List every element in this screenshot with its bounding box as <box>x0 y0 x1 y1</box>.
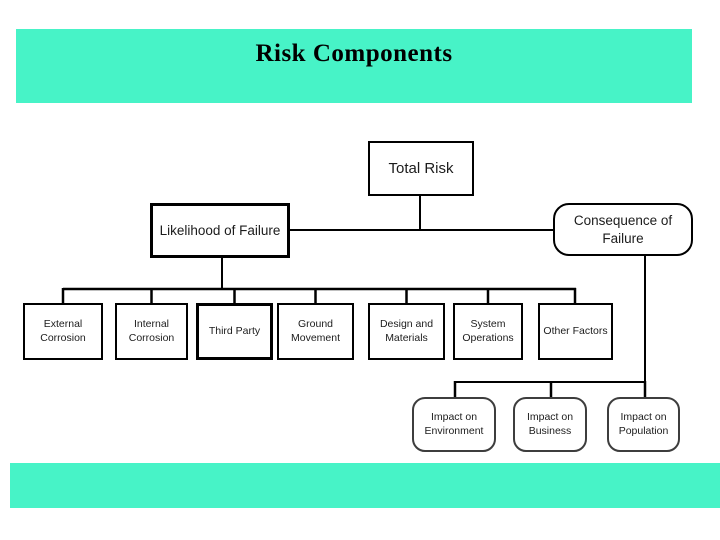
node-likelihood-of-failure: Likelihood of Failure <box>150 203 290 258</box>
node-ground-movement: Ground Movement <box>277 303 354 360</box>
bottom-banner <box>10 463 720 508</box>
node-external-corrosion: External Corrosion <box>23 303 103 360</box>
node-design-and-materials: Design and Materials <box>368 303 445 360</box>
page-title: Risk Components <box>255 40 453 67</box>
node-total-risk: Total Risk <box>368 141 474 196</box>
node-impact-on-business: Impact on Business <box>513 397 587 452</box>
node-impact-on-environment: Impact on Environment <box>412 397 496 452</box>
title-banner: Risk Components <box>16 29 692 103</box>
node-impact-on-population: Impact on Population <box>607 397 680 452</box>
node-other-factors: Other Factors <box>538 303 613 360</box>
node-internal-corrosion: Internal Corrosion <box>115 303 188 360</box>
node-system-operations: System Operations <box>453 303 523 360</box>
node-third-party: Third Party <box>196 303 273 360</box>
node-consequence-of-failure: Consequence of Failure <box>553 203 693 256</box>
